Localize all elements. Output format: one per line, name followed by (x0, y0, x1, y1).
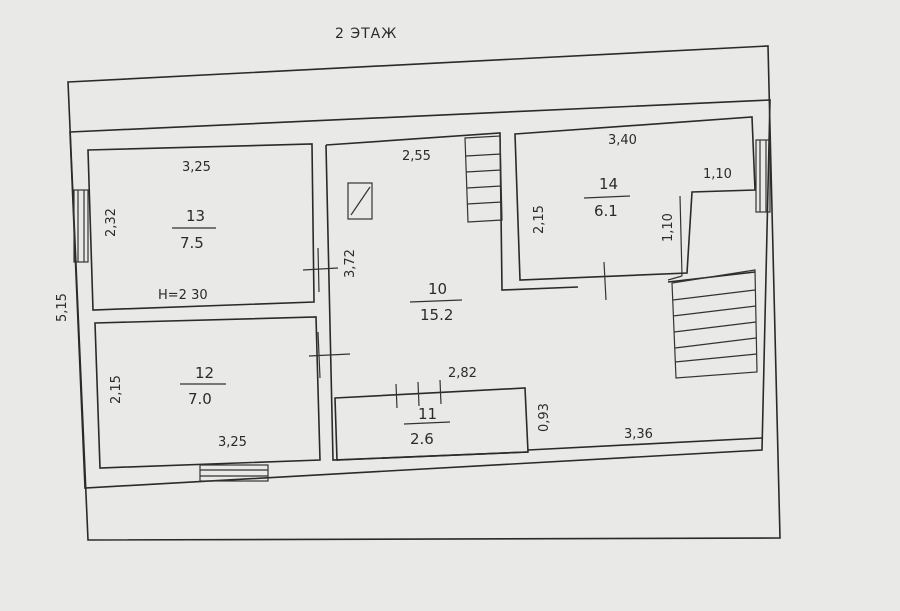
window-right (755, 139, 771, 213)
room-10-fraction-line (409, 299, 463, 303)
room-14-partition (679, 195, 683, 277)
dim-0-93: 0,93 (537, 403, 552, 432)
dim-5-15: 5,15 (55, 293, 70, 322)
inner-wall (69, 99, 771, 489)
dim-2-55: 2,55 (402, 149, 431, 164)
room-12-number: 12 (195, 364, 214, 382)
dim-3-25-bottom: 3,25 (218, 435, 247, 450)
dim-1-10-horizontal: 1,10 (703, 167, 732, 182)
dim-2-82: 2,82 (448, 366, 477, 381)
floor-title: 2 ЭТАЖ (335, 26, 397, 42)
dim-2-32: 2,32 (104, 208, 119, 237)
room-11-area: 2.6 (410, 430, 434, 448)
room-14-area: 6.1 (594, 202, 618, 220)
window-bottom (199, 464, 269, 482)
dim-3-40: 3,40 (608, 133, 637, 148)
bottom-right-wall (527, 437, 763, 451)
room-10-outline-top (325, 132, 579, 291)
window-left (73, 189, 89, 263)
stairs-right (671, 269, 758, 379)
room-14-fraction-line (583, 195, 631, 199)
room-14-outline (514, 116, 756, 281)
dim-2-15-right: 2,15 (532, 205, 547, 234)
dim-2-15-left: 2,15 (109, 375, 124, 404)
room-14-partition-foot (667, 275, 683, 281)
room-12-area: 7.0 (188, 390, 212, 408)
room-11-number: 11 (418, 405, 437, 423)
dim-3-25-top: 3,25 (182, 160, 211, 175)
door-marks (302, 247, 607, 409)
room-11-fraction-line (403, 421, 451, 425)
dim-3-72: 3,72 (343, 249, 358, 278)
room-12-outline (94, 316, 321, 469)
dim-1-10-vertical: 1,10 (661, 213, 676, 242)
dim-3-36: 3,36 (624, 427, 653, 442)
room-13-area: 7.5 (180, 234, 204, 252)
room-11-outline (334, 387, 529, 461)
dim-h230: H=2 30 (158, 288, 208, 303)
vent-symbol (347, 182, 373, 220)
room-13-number: 13 (186, 207, 205, 225)
room-10-number: 10 (428, 280, 447, 298)
room-10-area: 15.2 (420, 306, 453, 324)
room-13-outline (87, 143, 315, 311)
stairs-top (464, 135, 503, 223)
room-14-number: 14 (599, 175, 618, 193)
